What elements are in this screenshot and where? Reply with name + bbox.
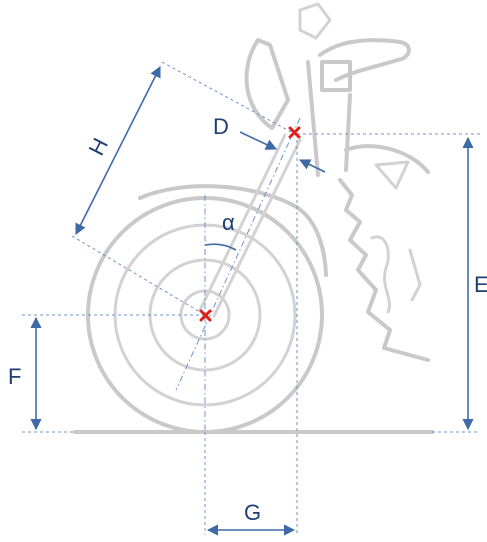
fork-tube-left [198,133,287,312]
label-g: G [244,500,261,525]
labels: H D α E F G [8,114,487,525]
label-h: H [84,134,113,160]
headlight [244,38,290,130]
exhaust-detail [408,248,422,302]
guide-lines [22,61,480,535]
label-alpha: α [222,210,235,235]
handlebar-grip [320,60,352,92]
angle-arc-alpha [204,243,237,251]
front-fender [138,184,328,277]
steering-head-marker [288,126,301,139]
fork-tube-right [212,138,302,318]
dimension-d-arrow-left [239,131,278,150]
axle-marker [199,309,212,322]
handlebar [318,38,411,82]
label-f: F [8,364,21,389]
steering-axis [175,117,301,391]
steering-head [306,60,352,177]
side-cover [370,235,391,314]
dimension-h [75,65,161,236]
tank-frame [338,144,430,362]
dimension-lines [30,65,474,536]
label-d: D [213,114,229,139]
dimension-d-arrow-right [298,159,326,173]
h-extension-bottom [71,235,206,316]
point-markers [199,126,301,322]
label-e: E [474,272,487,297]
mirror [298,2,332,40]
motorcycle-sketch [73,2,434,434]
h-extension-top [161,61,294,134]
side-panel [374,160,410,190]
